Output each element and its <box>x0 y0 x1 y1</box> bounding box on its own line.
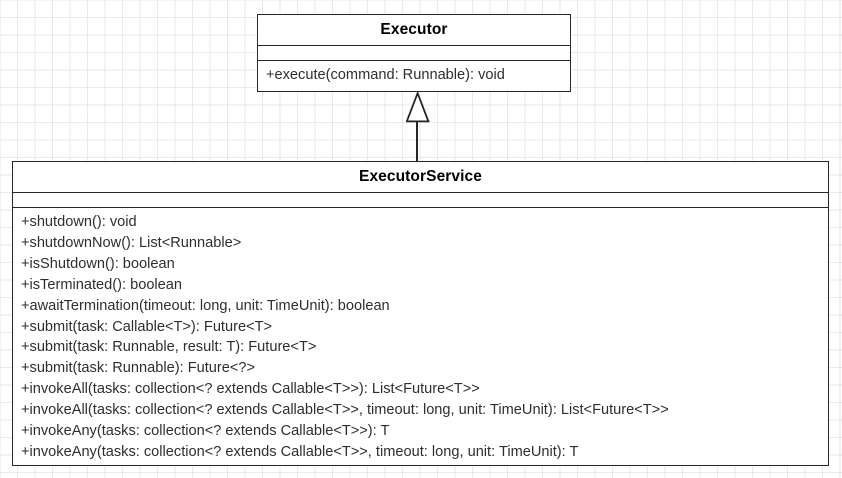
uml-class-title-executorservice: ExecutorService <box>13 162 828 193</box>
uml-operation: +shutdown(): void <box>21 214 137 230</box>
uml-operation: +invokeAll(tasks: collection<? extends C… <box>21 402 669 419</box>
uml-attributes-compartment-executorservice <box>13 193 828 208</box>
uml-attributes-compartment-executor <box>258 46 570 61</box>
generalization-connector[interactable] <box>406 92 430 162</box>
uml-operations-compartment-executor: +execute(command: Runnable): void <box>258 61 570 86</box>
uml-operations-compartment-executorservice: +shutdown(): void +shutdownNow(): List<Ru… <box>13 208 828 463</box>
uml-operation: +isShutdown(): boolean <box>21 255 175 272</box>
uml-operation: +submit(task: Runnable): Future<?> <box>21 360 256 377</box>
hollow-triangle-arrowhead-icon <box>406 92 430 123</box>
uml-operation: +invokeAll(tasks: collection<? extends C… <box>21 381 480 398</box>
uml-operation: +submit(task: Runnable, result: T): Futu… <box>21 339 317 356</box>
uml-operation: +isTerminated(): boolean <box>21 276 183 293</box>
uml-operation: +awaitTermination(timeout: long, unit: T… <box>21 297 390 314</box>
uml-operation: +submit(task: Callable<T>): Future<T> <box>21 318 273 335</box>
uml-operation: +shutdownNow(): List<Runnable> <box>21 234 242 251</box>
uml-class-executor[interactable]: Executor +execute(command: Runnable): vo… <box>257 14 571 92</box>
uml-operation: +invokeAny(tasks: collection<? extends C… <box>21 443 579 460</box>
uml-class-title-executor: Executor <box>258 15 570 46</box>
uml-class-executorservice[interactable]: ExecutorService +shutdown(): void+shutdo… <box>12 161 829 466</box>
connector-stem <box>416 122 419 162</box>
uml-operation: +execute(command: Runnable): void <box>266 67 505 83</box>
uml-operation: +invokeAny(tasks: collection<? extends C… <box>21 423 390 440</box>
